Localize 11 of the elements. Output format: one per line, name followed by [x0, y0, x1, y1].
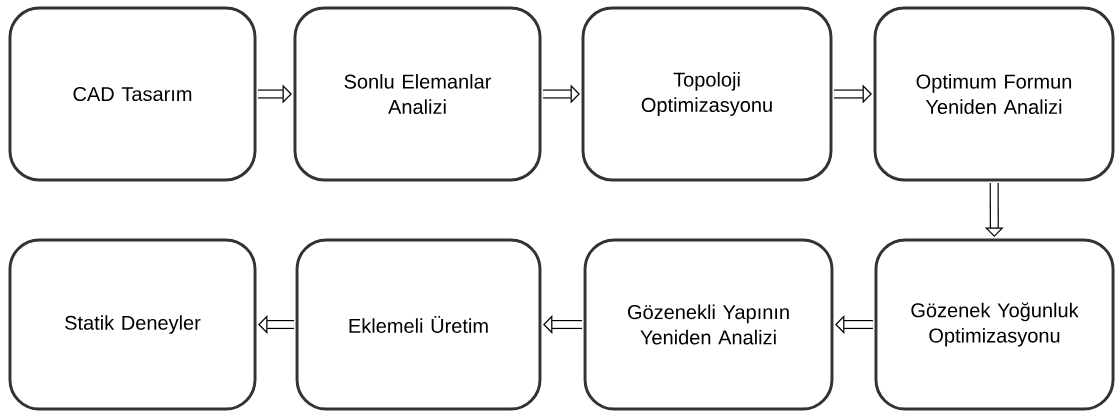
process-box: Sonlu Elemanlar Analizi: [293, 6, 542, 182]
block-arrow: [258, 315, 294, 334]
process-box: Optimum Formun Yeniden Analizi: [873, 6, 1115, 182]
process-box: CAD Tasarım: [8, 6, 257, 182]
block-arrow: [543, 315, 582, 334]
process-box: Gözenekli Yapının Yeniden Analizi: [583, 238, 834, 411]
process-box: Eklemeli Üretim: [295, 238, 542, 411]
process-box: Topoloji Optimizasyonu: [581, 6, 833, 182]
process-box: Gözenek Yoğunluk Optimizasyonu: [874, 238, 1115, 411]
block-arrow: [835, 315, 873, 334]
process-box: Statik Deneyler: [8, 238, 257, 411]
